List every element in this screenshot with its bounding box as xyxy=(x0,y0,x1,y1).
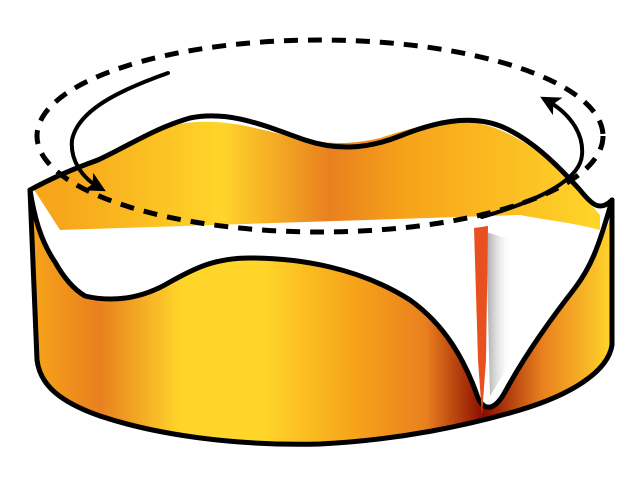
slit-shadow xyxy=(486,232,512,396)
rotation-arrow-right xyxy=(480,96,585,219)
ring-inner-edge xyxy=(27,187,615,410)
ring-inner-wall xyxy=(33,121,600,230)
orbit-path xyxy=(34,37,606,235)
ring-interior-opening xyxy=(60,218,606,404)
ring-outer-band xyxy=(30,190,612,445)
ring-top-edge xyxy=(27,113,615,209)
ring-bottom-edge xyxy=(34,342,615,447)
slit-marker xyxy=(474,226,488,415)
ring-left-edge xyxy=(27,187,40,363)
rotation-arrow-left xyxy=(69,71,170,192)
